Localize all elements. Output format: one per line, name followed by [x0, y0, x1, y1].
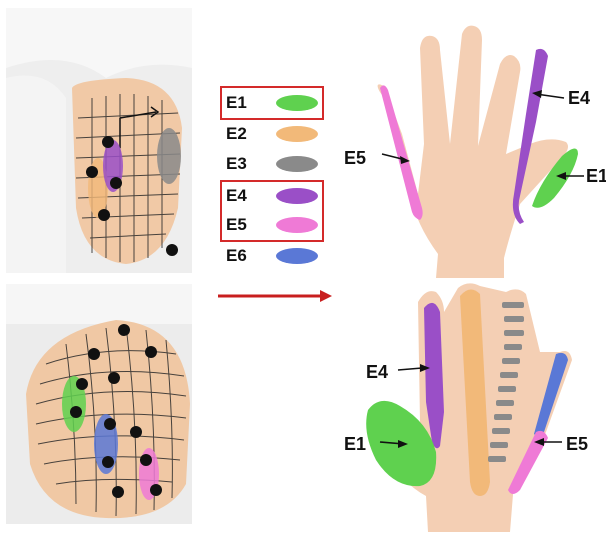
hand-bottom: E4 E1 E5 [340, 282, 606, 532]
e3-region [157, 128, 181, 184]
legend-swatch [276, 248, 318, 264]
legend-label: E5 [226, 213, 247, 237]
legend-item-e2: E2 [214, 122, 324, 146]
label-e1-bottom: E1 [344, 434, 366, 454]
legend: E1 E2 E3 E4 E5 E6 [214, 86, 324, 276]
legend-label: E4 [226, 184, 247, 208]
legend-swatch [276, 217, 318, 233]
legend-swatch [276, 126, 318, 142]
label-e1-top: E1 [586, 166, 606, 186]
legend-item-e1: E1 [214, 91, 324, 115]
stump-photo-top [6, 8, 192, 273]
hand-top: E5 E4 E1 [340, 24, 606, 278]
legend-item-e6: E6 [214, 244, 324, 268]
legend-item-e4: E4 [214, 184, 324, 208]
e5-area-top [380, 85, 423, 220]
label-e4-top: E4 [568, 88, 590, 108]
label-e5-bottom: E5 [566, 434, 588, 454]
legend-label: E1 [226, 91, 247, 115]
legend-label: E6 [226, 244, 247, 268]
transfer-arrow [216, 286, 334, 306]
label-e4-bottom: E4 [366, 362, 388, 382]
legend-swatch [276, 188, 318, 204]
legend-item-e3: E3 [214, 152, 324, 176]
legend-swatch [276, 95, 318, 111]
legend-label: E2 [226, 122, 247, 146]
stump-photo-bottom [6, 284, 192, 524]
legend-label: E3 [226, 152, 247, 176]
legend-item-e5: E5 [214, 213, 324, 237]
legend-swatch [276, 156, 318, 172]
label-e5-top: E5 [344, 148, 366, 168]
